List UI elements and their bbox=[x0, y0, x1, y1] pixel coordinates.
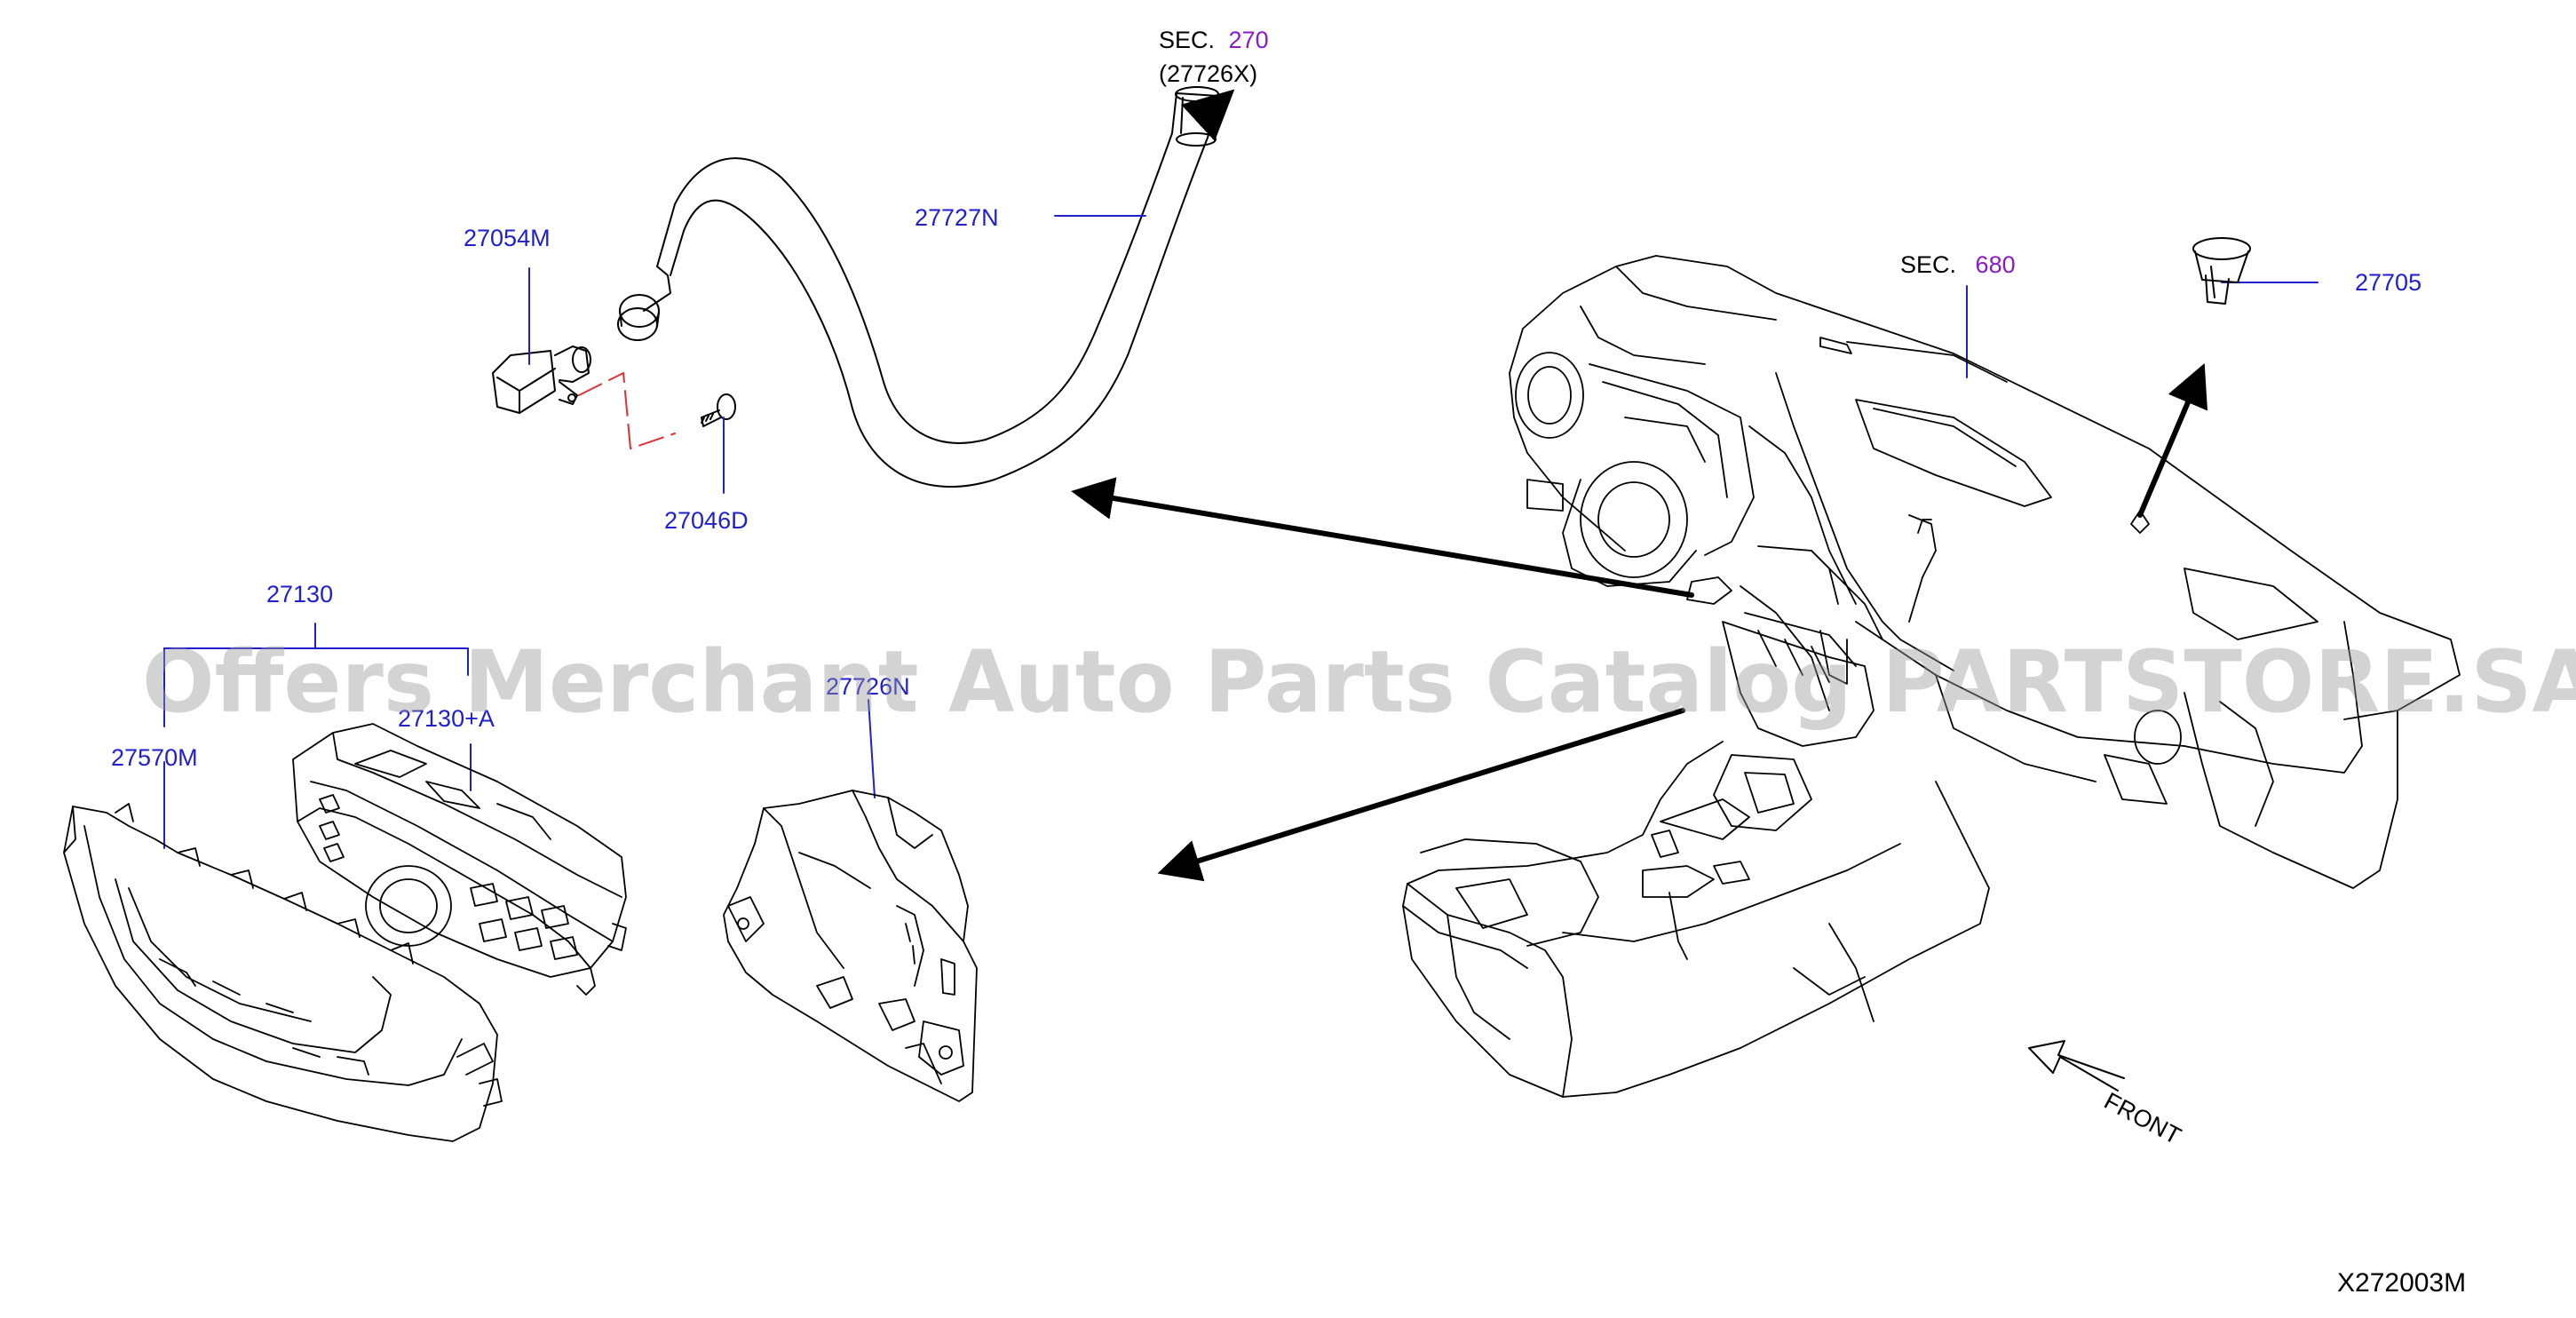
screw-27046D bbox=[701, 393, 736, 427]
arrow-to-sec270 bbox=[1181, 89, 1235, 142]
bracket-27726N bbox=[723, 790, 978, 1102]
part-27726N[interactable]: 27726N bbox=[826, 673, 910, 700]
sec-270-prefix: SEC. bbox=[1159, 27, 1216, 53]
part-27727N[interactable]: 27727N bbox=[915, 204, 999, 231]
clip-27705 bbox=[2192, 237, 2251, 305]
arrow-to-hose bbox=[1071, 477, 1694, 598]
hose-27727N bbox=[617, 86, 1219, 488]
part-27130[interactable]: 27130 bbox=[266, 581, 334, 607]
watermark: Offers Merchant Auto Parts Catalog PARTS… bbox=[142, 632, 2576, 732]
center-console bbox=[1402, 741, 1990, 1098]
arrow-to-bracket bbox=[1157, 708, 1685, 882]
label-sec-680: SEC. 680 bbox=[1900, 253, 2016, 277]
sec-680-prefix: SEC. bbox=[1900, 251, 1957, 278]
part-27705[interactable]: 27705 bbox=[2355, 269, 2422, 296]
part-27130A[interactable]: 27130+A bbox=[398, 705, 495, 732]
connector-dashed bbox=[578, 372, 676, 449]
control-unit-27130A bbox=[292, 723, 627, 996]
front-arrow-icon bbox=[2028, 1040, 2125, 1092]
sec-680-link[interactable]: 680 bbox=[1975, 251, 2016, 278]
leader-lines bbox=[163, 215, 2318, 849]
arrow-to-clip bbox=[2137, 362, 2208, 518]
dashboard-assembly bbox=[1509, 255, 2461, 889]
bezel-27570M bbox=[63, 803, 503, 1142]
label-27726X: (27726X) bbox=[1159, 60, 1258, 87]
sensor-27054M bbox=[492, 345, 591, 414]
part-27046D[interactable]: 27046D bbox=[664, 507, 749, 534]
sec-270-link[interactable]: 270 bbox=[1228, 27, 1269, 53]
diagram-id: X272003M bbox=[2337, 1268, 2467, 1298]
part-27054M[interactable]: 27054M bbox=[464, 225, 551, 251]
part-27570M[interactable]: 27570M bbox=[111, 744, 198, 771]
label-sec-270: SEC. 270 bbox=[1159, 28, 1269, 52]
